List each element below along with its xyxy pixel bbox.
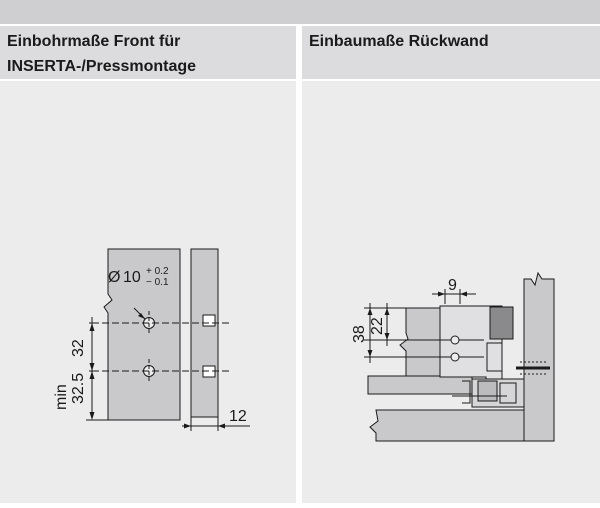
front-drilling-panel: Ø 10 + 0.2 − 0.1 32 32.5 min 12 (0, 81, 296, 503)
rear-panel (399, 307, 441, 377)
diameter-symbol: Ø (108, 269, 120, 286)
dim-edge-prefix: min (53, 384, 70, 410)
tolerance-lower: − 0.1 (146, 277, 169, 288)
drawer-bottom-part (367, 375, 473, 395)
tolerance-upper: + 0.2 (146, 266, 169, 277)
front-panel-part (103, 248, 181, 421)
rear-wall-diagram: 9 22 38 (351, 271, 555, 442)
bracket-hole-upper (450, 335, 460, 345)
dim-edge-label: 32.5 (70, 373, 87, 404)
dim-offset-label: 9 (448, 277, 457, 294)
bracket-hole-lower (450, 352, 460, 362)
rear-wall-panel: 9 22 38 (302, 81, 600, 503)
dim-spacing-label: 32 (70, 339, 87, 357)
bracket-cap (489, 306, 514, 340)
diameter-value: 10 (123, 269, 141, 286)
top-bar (0, 0, 600, 24)
dim-hole-label: 22 (369, 317, 386, 335)
right-title: Einbaumaße Rückwand (309, 33, 489, 50)
left-title-line-1: Einbohrmaße Front für (7, 33, 181, 50)
dim-depth-label: 12 (229, 408, 247, 425)
right-column-header: Einbaumaße Rückwand (302, 26, 600, 79)
side-part (190, 248, 219, 418)
left-column-header: Einbohrmaße Front für INSERTA-/Pressmont… (0, 26, 296, 79)
left-title-line-2: INSERTA-/Pressmontage (7, 58, 197, 75)
dim-height-label: 38 (351, 325, 368, 343)
cabinet-bottom (369, 409, 525, 442)
cabinet-side-wall (523, 271, 555, 442)
dowel-slot-upper (202, 314, 216, 327)
front-drilling-diagram: Ø 10 + 0.2 − 0.1 32 32.5 min 12 (53, 248, 250, 431)
